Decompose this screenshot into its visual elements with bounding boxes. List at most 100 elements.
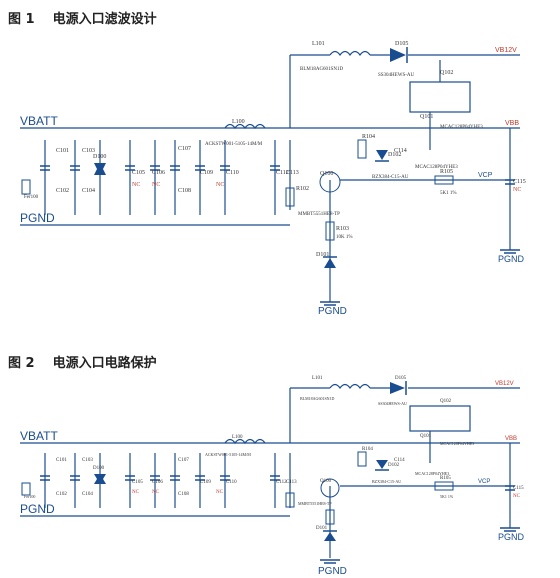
- d105-value-2: SS304HEWS-AU: [378, 401, 407, 406]
- d105-ref: D105: [395, 41, 408, 47]
- figure-2-number: 图 2: [8, 356, 35, 371]
- c113-ref: C113: [286, 170, 299, 176]
- pgnd-bottom-label-2: PGND: [318, 566, 347, 577]
- q102-value: MCAC128P04YHE3: [415, 165, 458, 170]
- vcp-label: VCP: [478, 172, 493, 179]
- c106-ref: C106: [152, 170, 165, 176]
- c101-ref: C101: [56, 148, 69, 154]
- c104-ref: C104: [82, 188, 95, 194]
- q101-ref: Q101: [420, 114, 433, 120]
- vbatt-label: VBATT: [20, 114, 58, 128]
- c106-ref-2: C106: [152, 480, 163, 485]
- c105-ref: C105: [132, 170, 145, 176]
- c109-ref-2: C109: [200, 480, 211, 485]
- l101-ref: L101: [312, 41, 325, 47]
- schematic-1: VBATT PGND VB12V VBB VCP PGND PGND L101 …: [20, 41, 526, 317]
- c115-ref: C115: [513, 179, 526, 185]
- d105-value: SS304HEWS-AU: [378, 73, 415, 78]
- r103-value: 10K 1%: [336, 235, 353, 240]
- c105-nc-2: NC: [132, 490, 140, 495]
- c110-nc: NC: [216, 182, 224, 188]
- c115-ref-2: C115: [513, 486, 524, 491]
- c112-ref-2: C112: [276, 480, 287, 485]
- d101-ref-2: D101: [316, 526, 328, 531]
- pgnd-label-2: PGND: [20, 502, 55, 516]
- r105-ref-2: R105: [440, 476, 451, 481]
- schematic-2: VBATT PGND VB12V VBB VCP PGND PGND L101 …: [20, 376, 525, 577]
- d102-value-2: BZX384-C15-AU: [372, 479, 401, 484]
- d102-ref: D102: [388, 152, 401, 158]
- q100-ref-2: Q100: [320, 479, 332, 484]
- c114-ref: C114: [394, 148, 407, 154]
- vcp-label-2: VCP: [478, 479, 490, 485]
- vb12v-label-2: VB12V: [495, 381, 514, 387]
- q102-ref: Q102: [440, 70, 453, 76]
- d100-ref: D100: [93, 154, 106, 160]
- c102-ref-2: C102: [56, 492, 67, 497]
- pgnd-bottom-label: PGND: [318, 306, 347, 317]
- r105-value: 5K1 1%: [440, 191, 457, 196]
- c115-nc-2: NC: [513, 494, 521, 499]
- d100-ref-2: D100: [93, 466, 105, 471]
- q102-value-2: MCAC128P04YHE3: [415, 471, 449, 476]
- l100-value-2: ACKSTW001-5105-14M/M: [205, 452, 251, 457]
- figure-2-caption: 图 2 电源入口电路保护: [8, 352, 157, 371]
- c110-nc-2: NC: [216, 490, 224, 495]
- q100-ref: Q100: [320, 171, 333, 177]
- c114-ref-2: C114: [394, 458, 405, 463]
- l101-value: BLM18AG601SN1D: [300, 67, 343, 72]
- figure-1: 图 1 电源入口滤波设计: [8, 8, 526, 317]
- c112-ref: C112: [276, 170, 289, 176]
- figure-1-title: 电源入口滤波设计: [52, 12, 157, 27]
- r104-ref-2: R104: [362, 447, 373, 452]
- q100-value: MMBT5551HE8-TP: [298, 212, 340, 217]
- figure-2-title: 电源入口电路保护: [52, 356, 157, 371]
- vbb-label-2: VBB: [505, 436, 517, 442]
- c106-nc: NC: [152, 182, 160, 188]
- d102-ref-2: D102: [388, 463, 400, 468]
- vbb-label: VBB: [505, 120, 519, 127]
- l100-value: ACKSTW001-5105-14M/M: [205, 142, 263, 147]
- pgnd-right-label-2: PGND: [498, 532, 525, 542]
- q100-value-2: MMBT5551HE8-TP: [298, 501, 332, 506]
- l100-ref: L100: [232, 119, 245, 125]
- c101-ref-2: C101: [56, 458, 67, 463]
- fer100-ref-2: Fer100: [24, 494, 35, 499]
- d102-value: BZX384-C15-AU: [372, 175, 409, 180]
- l100-ref-2: L100: [232, 435, 243, 440]
- r105-value-2: 5K1 1%: [440, 494, 454, 499]
- c103-ref-2: C103: [82, 458, 93, 463]
- c105-ref-2: C105: [132, 480, 143, 485]
- r103-ref: R103: [336, 226, 349, 232]
- figure-2: 图 2 电源入口电路保护: [0, 348, 560, 578]
- l101-value-2: BLM18AG601SN1D: [300, 396, 335, 401]
- c113-ref-2: C113: [286, 480, 297, 485]
- d101-ref: D101: [316, 252, 329, 258]
- c108-ref-2: C108: [178, 492, 189, 497]
- r105-ref: R105: [440, 169, 453, 175]
- r104-ref: R104: [362, 134, 375, 140]
- figure-1-number: 图 1: [8, 12, 35, 27]
- q101-value: MCAC128P04YHE3: [440, 125, 483, 130]
- pgnd-right-label: PGND: [498, 254, 525, 264]
- c107-ref-2: C107: [178, 458, 189, 463]
- pgnd-label: PGND: [20, 211, 55, 225]
- c102-ref: C102: [56, 188, 69, 194]
- c109-ref: C109: [200, 170, 213, 176]
- c105-nc: NC: [132, 182, 140, 188]
- c107-ref: C107: [178, 146, 191, 152]
- q102-ref-2: Q102: [440, 399, 452, 404]
- r102-ref: R102: [296, 186, 309, 192]
- vb12v-label: VB12V: [495, 47, 517, 54]
- c106-nc-2: NC: [152, 490, 160, 495]
- c110-ref-2: C110: [226, 480, 237, 485]
- c104-ref-2: C104: [82, 492, 93, 497]
- q101-value-2: MCAC128P04YHE3: [440, 441, 474, 446]
- diode-icon: [390, 48, 406, 62]
- figure-1-caption: 图 1 电源入口滤波设计: [8, 8, 157, 27]
- q101-ref-2: Q101: [420, 434, 432, 439]
- l101-ref-2: L101: [312, 376, 323, 381]
- vbatt-label-2: VBATT: [20, 429, 58, 443]
- c110-ref: C110: [226, 170, 239, 176]
- fer100-ref: Fer100: [24, 195, 39, 200]
